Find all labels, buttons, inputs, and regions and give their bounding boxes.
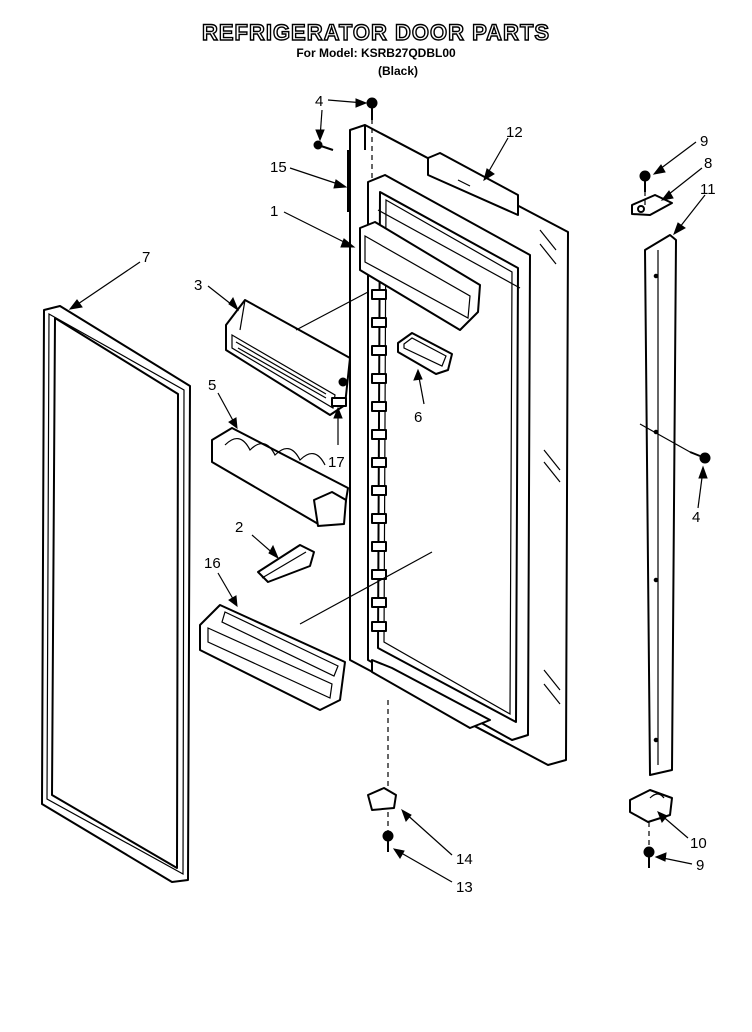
callout-16: 16 (204, 555, 221, 572)
callout-14: 14 (456, 851, 473, 868)
part-6-small-bin (397, 332, 453, 375)
part-1-door-liner (359, 174, 531, 741)
callout-12: 12 (506, 124, 523, 141)
leader-lines (68, 98, 708, 883)
part-7-door-gasket (41, 305, 191, 883)
part-13-screw (382, 830, 394, 852)
shelf-clips (371, 289, 387, 632)
callout-7: 7 (142, 249, 150, 266)
screw-9-bottom (643, 846, 655, 868)
callout-4-right: 4 (692, 509, 700, 526)
part-3-dairy-door (225, 299, 351, 416)
callout-17: 17 (328, 454, 345, 471)
part-16-door-bin (199, 604, 346, 711)
screw-9-top (639, 170, 651, 192)
callout-8: 8 (704, 155, 712, 172)
callout-9-bottom: 9 (696, 857, 704, 874)
screw-4-right (689, 451, 711, 464)
color-variant: (Black) (377, 64, 418, 78)
callout-15: 15 (270, 159, 287, 176)
callout-3: 3 (194, 277, 202, 294)
part-14-bearing (367, 787, 397, 811)
page-title: REFRIGERATOR DOOR PARTS (201, 19, 551, 45)
callout-11: 11 (700, 181, 716, 198)
callout-6: 6 (414, 409, 422, 426)
callout-10: 10 (690, 835, 707, 852)
callout-2: 2 (235, 519, 243, 536)
callout-9-top: 9 (700, 133, 708, 150)
part-17-fastener (331, 377, 348, 407)
alignment-lines (295, 110, 691, 848)
part-5-utility-bin (211, 427, 349, 527)
callout-labels: 4 15 1 12 7 3 5 17 6 2 16 9 8 11 4 10 9 … (142, 93, 716, 896)
screw-4-top (366, 97, 378, 120)
part-11-handle-rail (644, 234, 677, 776)
model-number: For Model: KSRB27QDBL00 (296, 46, 456, 60)
callout-1: 1 (270, 203, 278, 220)
callout-13: 13 (456, 879, 473, 896)
screw-4-left (313, 140, 334, 151)
part-2-clip (257, 544, 315, 583)
callout-4-top: 4 (315, 93, 323, 110)
callout-5: 5 (208, 377, 216, 394)
